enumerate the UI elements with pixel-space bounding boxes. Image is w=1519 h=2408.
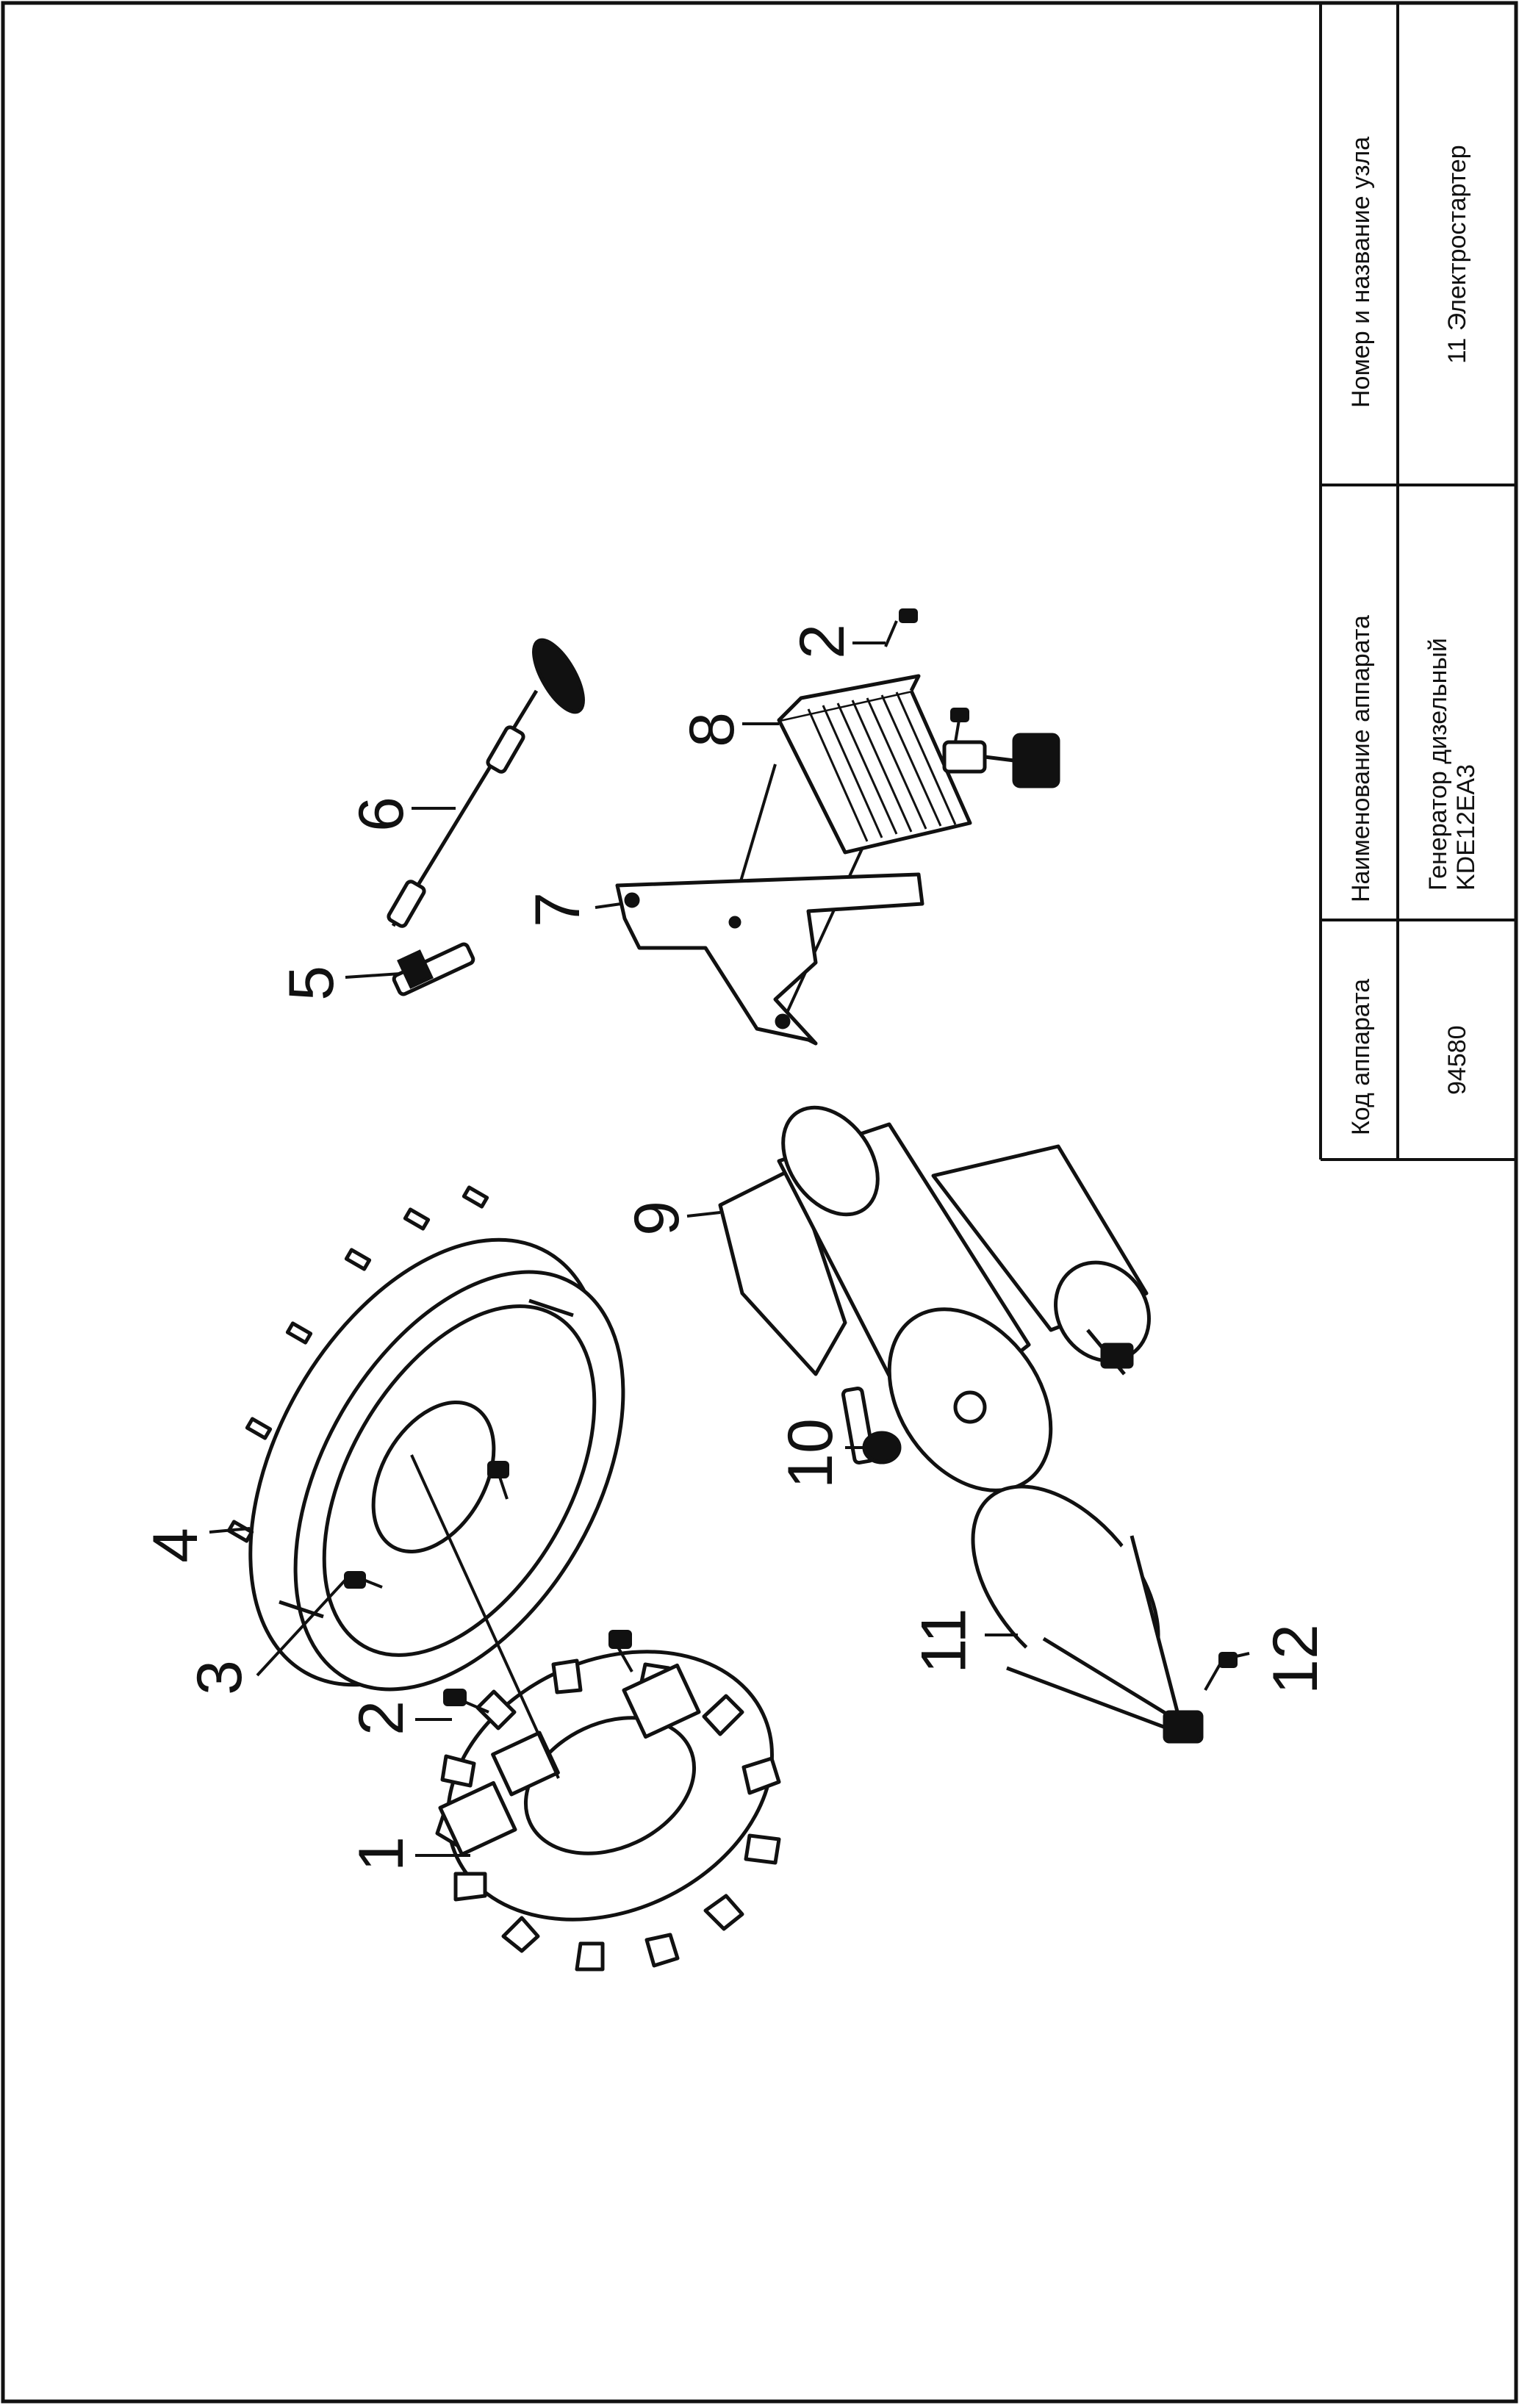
glow-plug-drawing: [392, 942, 475, 996]
callout-9: 9: [621, 1201, 692, 1236]
wire-drawing: [387, 638, 585, 928]
callout-10: 10: [775, 1418, 846, 1489]
header-code: Код аппарата: [1347, 978, 1375, 1135]
value-name-line2: KDE12EA3: [1452, 764, 1480, 891]
regulator-drawing: [777, 674, 1060, 855]
cover-drawing: [971, 1484, 1204, 1744]
header-unit: Номер и название узла: [1347, 136, 1375, 408]
callout-2a: 2: [345, 1700, 417, 1736]
title-block-grid: [1319, 3, 1516, 1161]
callout-12: 12: [1260, 1624, 1331, 1694]
header-name: Наименование аппарата: [1347, 615, 1375, 902]
stator-drawing: [435, 1650, 781, 1972]
callout-6: 6: [345, 797, 417, 832]
callout-4: 4: [140, 1528, 211, 1563]
callout-2b: 2: [786, 624, 858, 659]
flywheel-slots: [226, 1185, 489, 1543]
bracket-drawing: [615, 872, 924, 1046]
callout-1: 1: [345, 1836, 417, 1872]
value-code: 94580: [1443, 1025, 1471, 1095]
starter-bolt-drawing: [841, 1386, 902, 1465]
value-unit: 11 Электростартер: [1443, 145, 1471, 364]
callout-8: 8: [676, 712, 747, 747]
callout-7: 7: [522, 892, 593, 927]
starter-drawing: [718, 1105, 1151, 1492]
screw-drawings: [344, 608, 1238, 1714]
flywheel-drawing: [226, 1185, 625, 1692]
screw-2a-head: [443, 1689, 467, 1706]
callout-leaders: [209, 641, 1250, 1857]
callout-5: 5: [276, 966, 347, 1001]
callout-3: 3: [184, 1660, 255, 1695]
callout-11: 11: [908, 1608, 980, 1674]
screw-2b-head: [608, 1630, 632, 1649]
value-name-line1: Генератор дизельный: [1424, 638, 1452, 891]
